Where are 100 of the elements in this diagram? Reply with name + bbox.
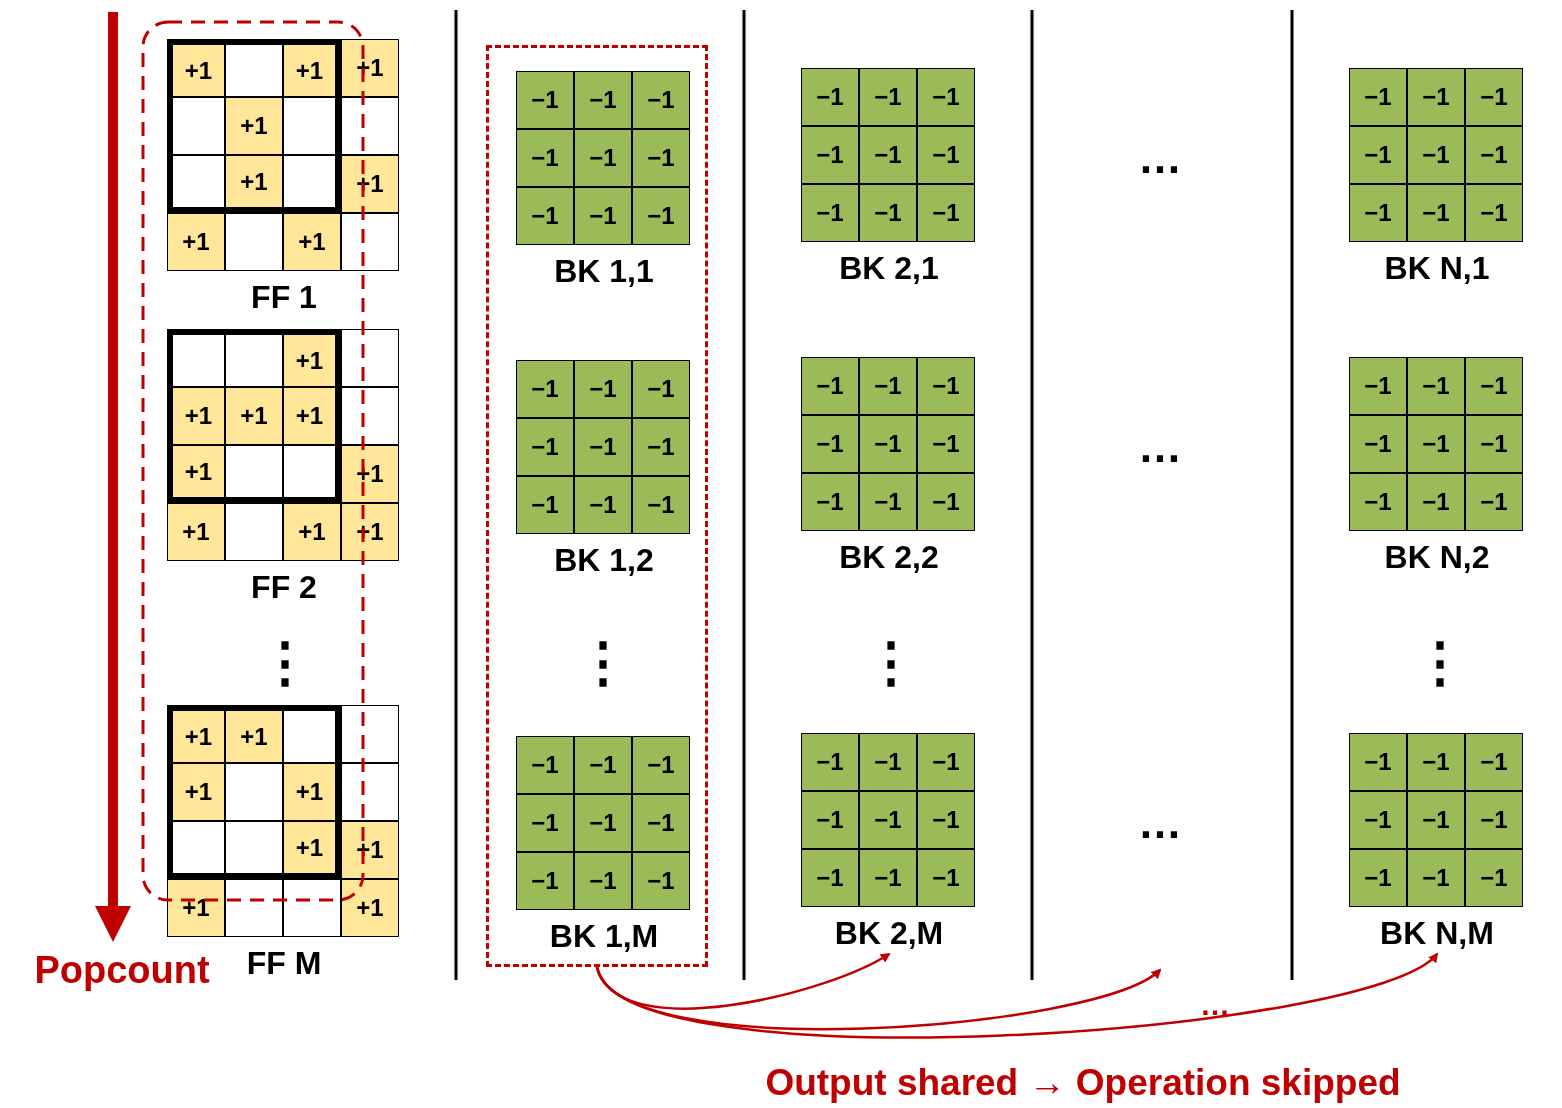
- grid-cell: −1: [917, 357, 975, 415]
- grid-cell: −1: [801, 357, 859, 415]
- grid-cell: −1: [859, 849, 917, 907]
- grid-cell: [341, 387, 399, 445]
- grid-cell: [283, 879, 341, 937]
- grid-cell: −1: [1407, 473, 1465, 531]
- grid-cell: −1: [632, 187, 690, 245]
- grid-cell: −1: [1349, 415, 1407, 473]
- grid-cell: −1: [516, 736, 574, 794]
- grid-cell: −1: [516, 476, 574, 534]
- grid-cell: −1: [1407, 791, 1465, 849]
- grid-cell: +1: [283, 329, 341, 387]
- grid-label: BK 1,1: [553, 253, 655, 290]
- axis-label: Popcount: [34, 951, 210, 989]
- grid-cell: −1: [859, 415, 917, 473]
- ellipsis-mark: …: [1200, 990, 1230, 1020]
- grid-label: BK N,1: [1383, 250, 1491, 287]
- grid-cell: +1: [225, 97, 283, 155]
- grid-cell: −1: [1407, 184, 1465, 242]
- grid-cell: −1: [574, 736, 632, 794]
- grid-cell: −1: [917, 791, 975, 849]
- grid-cell: −1: [632, 418, 690, 476]
- ellipsis-mark: ⋮: [864, 635, 918, 689]
- grid-cell: +1: [167, 879, 225, 937]
- grid-cell: −1: [859, 733, 917, 791]
- grid-cell: −1: [801, 473, 859, 531]
- grid-cell: +1: [167, 213, 225, 271]
- grid-cell: −1: [917, 473, 975, 531]
- grid-cell: −1: [1465, 68, 1523, 126]
- grid-cell: −1: [516, 129, 574, 187]
- grid-cell: −1: [859, 68, 917, 126]
- ellipsis-mark: ⋮: [576, 635, 630, 689]
- grid-cell: +1: [167, 763, 225, 821]
- grid-cell: −1: [574, 187, 632, 245]
- grid-cell: [341, 213, 399, 271]
- grid-cell: −1: [516, 187, 574, 245]
- grid-cell: +1: [225, 387, 283, 445]
- grid-cell: −1: [917, 733, 975, 791]
- grid-cell: −1: [917, 68, 975, 126]
- grid-cell: [341, 763, 399, 821]
- grid-cell: −1: [801, 791, 859, 849]
- kernel-grid: [1349, 733, 1525, 953]
- grid-cell: −1: [574, 794, 632, 852]
- grid-cell: −1: [1407, 68, 1465, 126]
- curved-arrow: [596, 952, 1439, 1039]
- grid-cell: −1: [917, 415, 975, 473]
- grid-cell: [341, 705, 399, 763]
- grid-cell: +1: [167, 503, 225, 561]
- grid-cell: [225, 503, 283, 561]
- grid-cell: −1: [516, 794, 574, 852]
- grid-cell: −1: [1465, 791, 1523, 849]
- grid-cell: [225, 763, 283, 821]
- grid-cell: +1: [283, 39, 341, 97]
- grid-cell: −1: [801, 733, 859, 791]
- ellipsis-mark: …: [1138, 801, 1182, 845]
- grid-cell: −1: [801, 184, 859, 242]
- grid-cell: +1: [225, 155, 283, 213]
- grid-cell: −1: [917, 849, 975, 907]
- grid-cell: [283, 705, 341, 763]
- grid-cell: −1: [1349, 849, 1407, 907]
- grid-label: BK 1,2: [553, 542, 655, 579]
- grid-cell: [225, 445, 283, 503]
- grid-cell: [225, 329, 283, 387]
- grid-cell: [167, 329, 225, 387]
- grid-label: FF 1: [250, 279, 318, 316]
- grid-cell: +1: [283, 763, 341, 821]
- grid-cell: [341, 97, 399, 155]
- grid-cell: [283, 97, 341, 155]
- grid-cell: −1: [1349, 68, 1407, 126]
- grid-cell: −1: [1407, 733, 1465, 791]
- grid-cell: −1: [632, 736, 690, 794]
- ellipsis-mark: …: [1138, 136, 1182, 180]
- grid-cell: −1: [801, 68, 859, 126]
- grid-cell: +1: [283, 503, 341, 561]
- grid-cell: −1: [516, 852, 574, 910]
- grid-cell: −1: [859, 357, 917, 415]
- caption: Output shared → Operation skipped: [765, 1062, 1401, 1104]
- grid-cell: −1: [859, 473, 917, 531]
- grid-cell: −1: [1349, 357, 1407, 415]
- grid-cell: [283, 155, 341, 213]
- ellipsis-mark: ⋮: [258, 635, 312, 689]
- ellipsis-mark: …: [1138, 425, 1182, 469]
- grid-cell: [225, 213, 283, 271]
- grid-cell: −1: [917, 184, 975, 242]
- grid-cell: −1: [801, 126, 859, 184]
- grid-cell: +1: [283, 821, 341, 879]
- grid-cell: −1: [1349, 733, 1407, 791]
- grid-label: BK 2,M: [833, 915, 945, 952]
- grid-cell: −1: [1407, 126, 1465, 184]
- grid-cell: −1: [859, 791, 917, 849]
- ellipsis-mark: ⋮: [1413, 635, 1467, 689]
- grid-cell: +1: [167, 39, 225, 97]
- grid-cell: −1: [574, 71, 632, 129]
- grid-cell: −1: [632, 476, 690, 534]
- grid-cell: [167, 155, 225, 213]
- grid-cell: −1: [1407, 357, 1465, 415]
- grid-cell: −1: [574, 476, 632, 534]
- dashed-group-box: [486, 45, 708, 967]
- grid-label: BK N,2: [1383, 539, 1491, 576]
- grid-cell: −1: [516, 71, 574, 129]
